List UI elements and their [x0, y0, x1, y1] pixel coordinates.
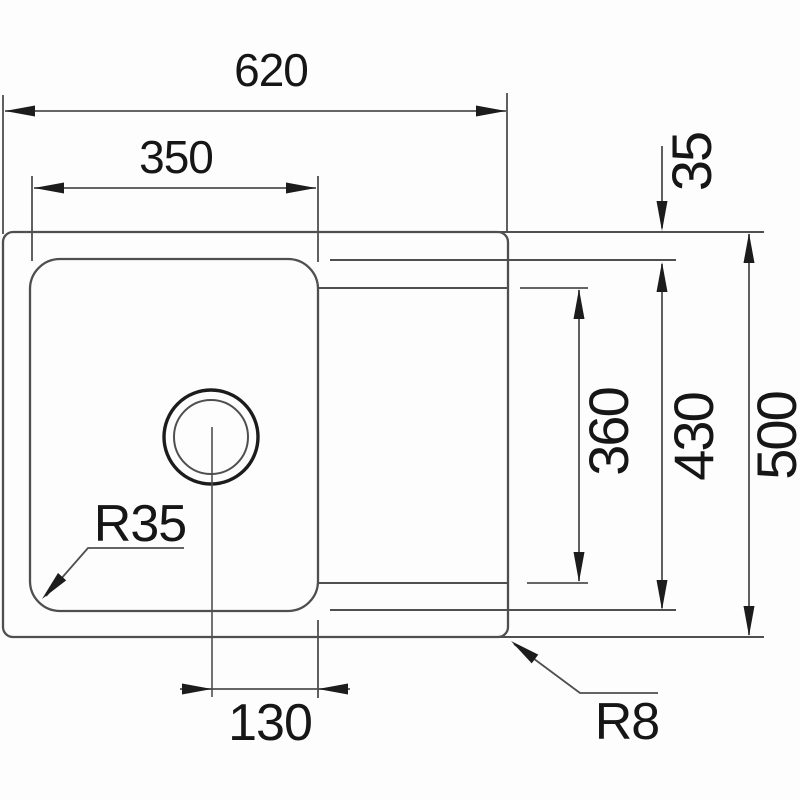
arrowhead-right — [286, 182, 316, 194]
arrowhead-down — [573, 552, 585, 582]
dimension-drainboard-depth: 360 — [520, 287, 640, 584]
dimension-drain-offset: 130 — [180, 620, 350, 752]
dimension-rim-inset: 35 — [656, 133, 723, 231]
inner-depth-label: 430 — [662, 393, 725, 480]
arrowhead-up — [573, 289, 585, 319]
dimension-bowl-width: 350 — [31, 131, 319, 262]
dimension-overall-depth: 500 — [743, 233, 800, 636]
arrowhead-down — [656, 580, 668, 610]
sink-body — [1, 230, 764, 639]
drainboard-depth-label: 360 — [577, 388, 640, 475]
arrowhead — [42, 573, 67, 599]
bowl-outline — [28, 257, 320, 613]
arrowhead-up — [743, 233, 755, 263]
dimension-inner-depth: 430 — [656, 262, 725, 610]
overall-width-label: 620 — [234, 44, 308, 96]
arrowhead-left — [34, 182, 64, 194]
arrowhead-up — [656, 262, 668, 292]
arrowhead-right — [318, 683, 348, 695]
arrowhead-left — [5, 105, 35, 117]
arrowhead — [511, 641, 539, 664]
bowl-width-label: 350 — [139, 131, 213, 183]
drain-inner-circle — [173, 399, 249, 475]
drain-offset-label: 130 — [228, 694, 312, 752]
arrowhead-down — [743, 606, 755, 636]
bowl-radius-label: R35 — [94, 495, 186, 553]
dimension-overall-width: 620 — [2, 44, 508, 234]
arrowhead-right — [476, 105, 506, 117]
leader-line — [45, 547, 184, 597]
bowl-group — [28, 257, 320, 697]
overall-depth-label: 500 — [745, 392, 800, 479]
sink-outer-outline — [1, 230, 510, 639]
leader-line — [513, 643, 658, 694]
drain-outer-circle — [162, 388, 260, 486]
arrowhead-left — [182, 683, 212, 695]
rim-inset-label: 35 — [660, 133, 723, 191]
callout-outer-radius: R8 — [511, 641, 660, 751]
outer-radius-label: R8 — [595, 693, 659, 751]
arrowhead-down — [656, 201, 668, 231]
callout-bowl-radius: R35 — [42, 495, 187, 599]
